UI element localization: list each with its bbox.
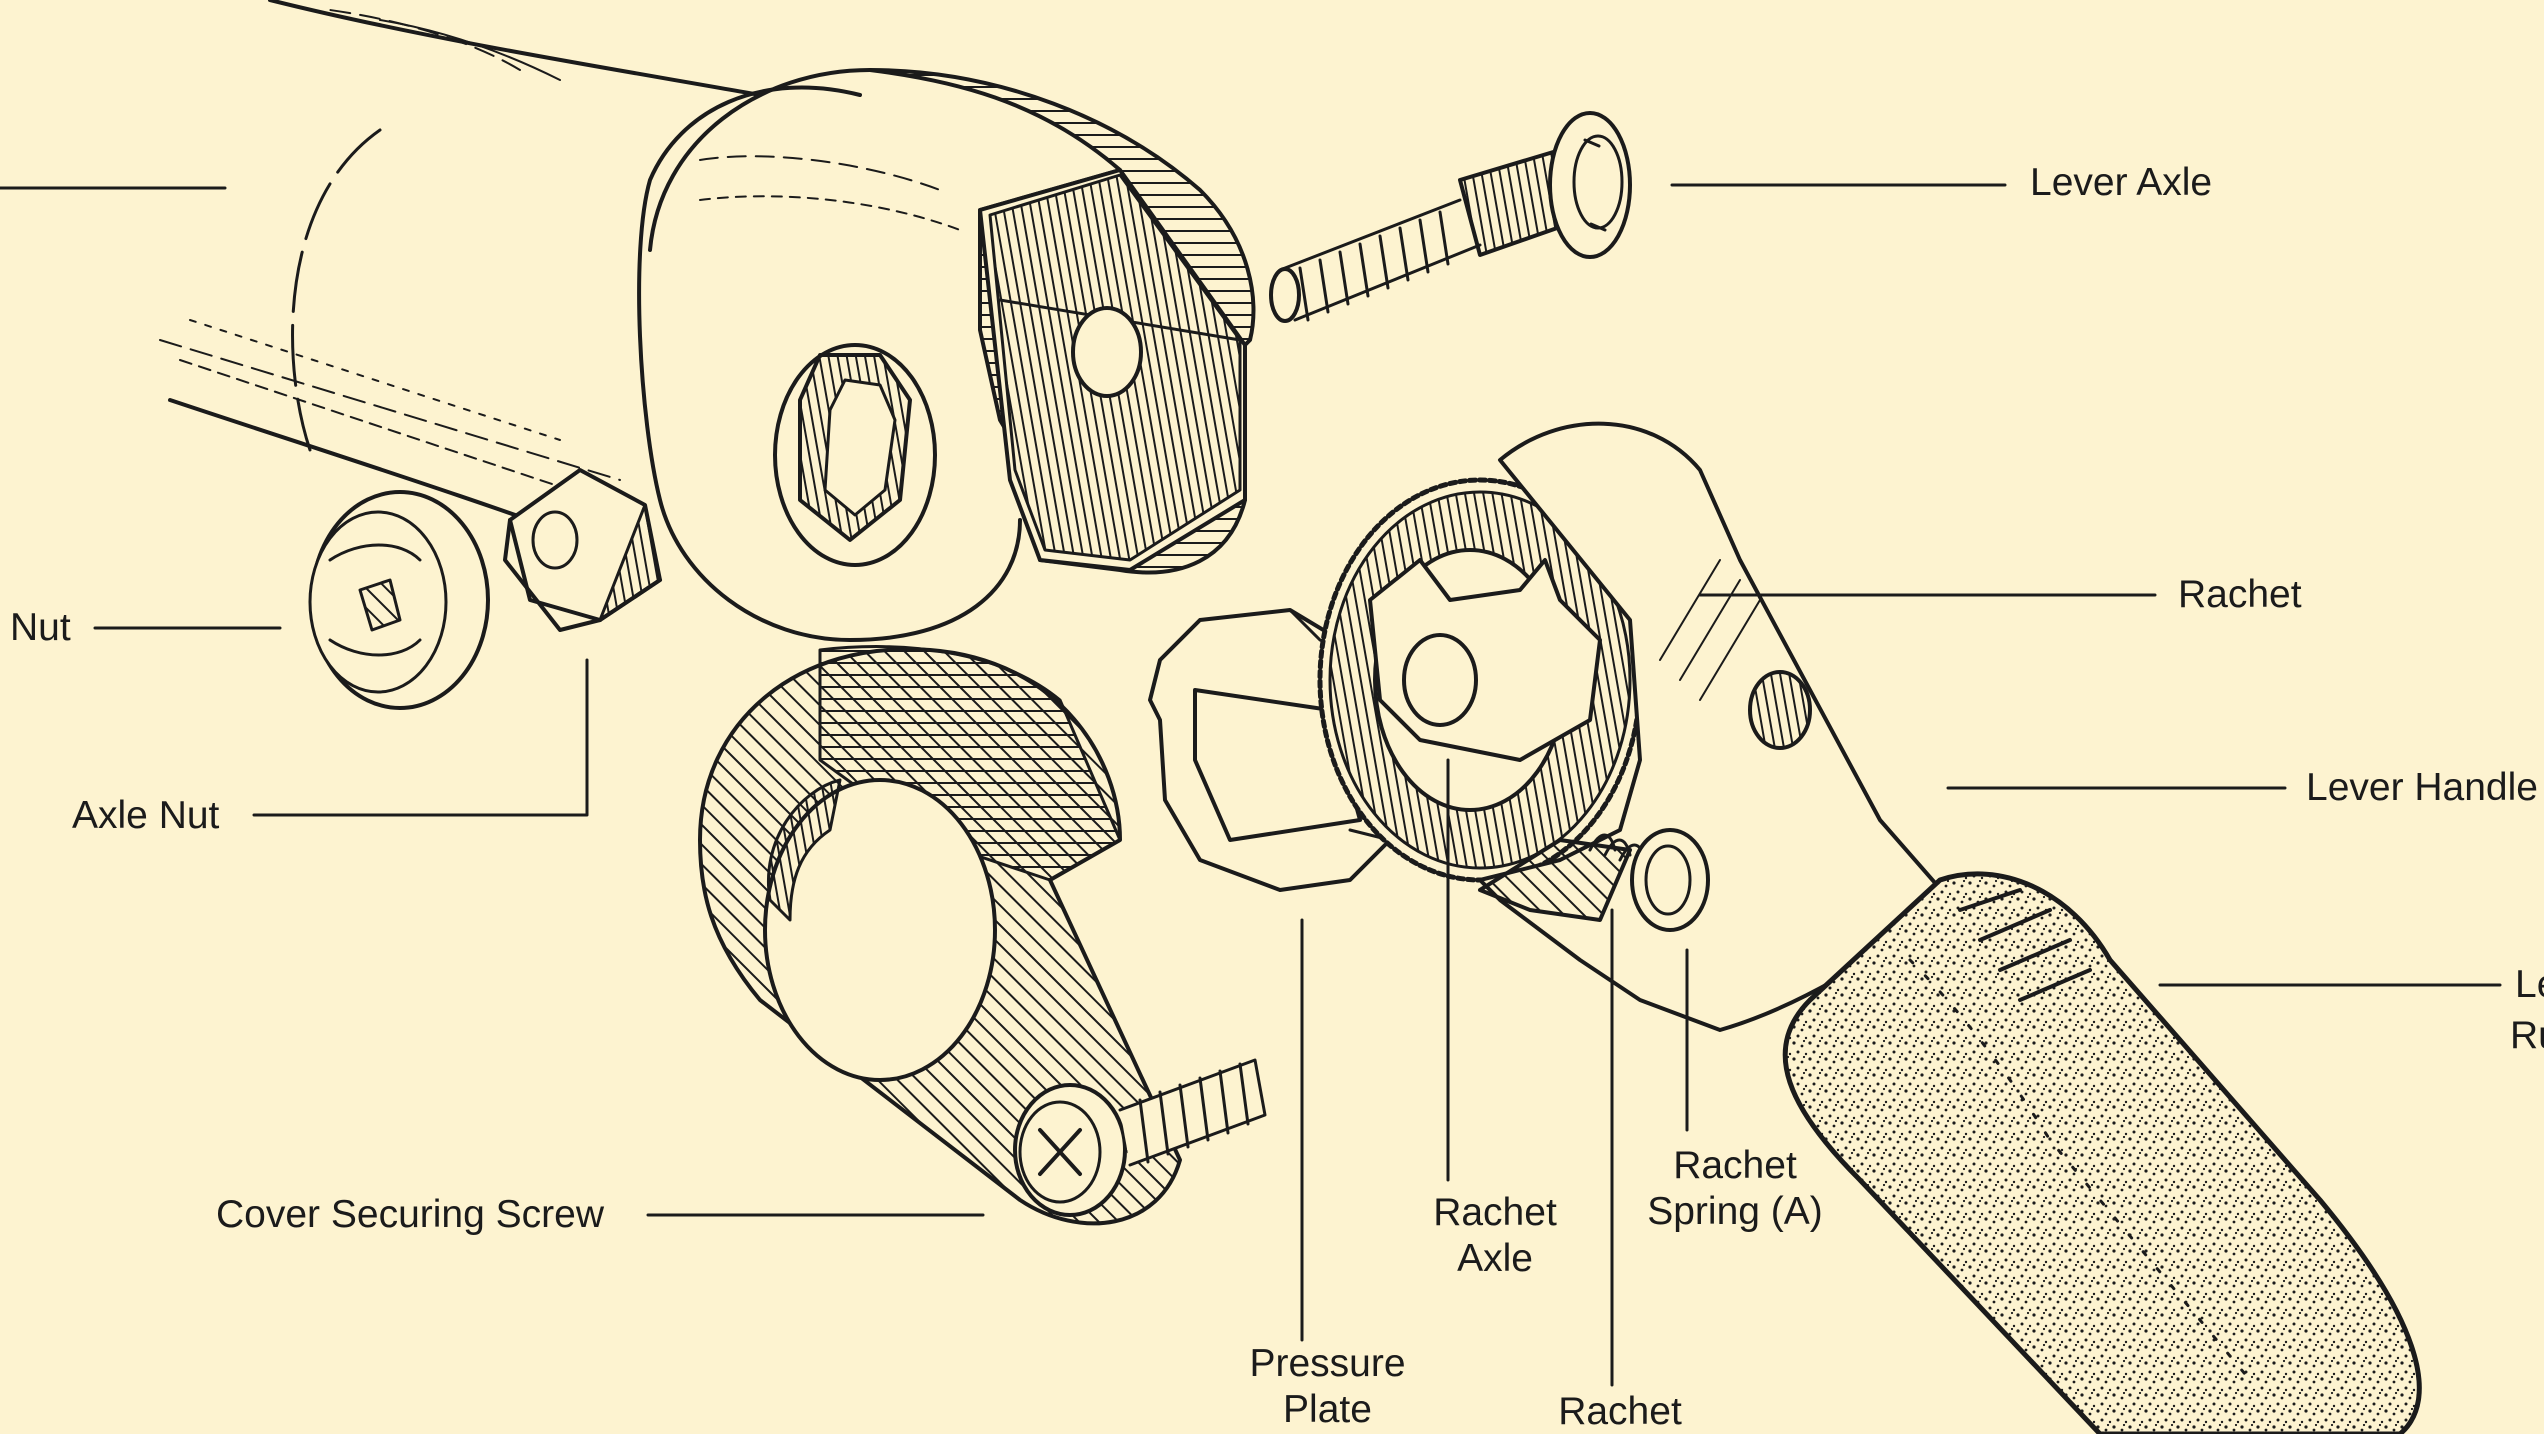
label-rachet-axle-line1: Rachet <box>1433 1191 1557 1234</box>
label-rachet-spring-line1: Rachet <box>1673 1144 1797 1187</box>
label-rachet-bottom: Rachet <box>1558 1390 1682 1433</box>
rachet-spring <box>1478 828 1710 932</box>
rachet-gear <box>1317 477 1643 883</box>
label-rachet-axle-line2: Axle <box>1457 1237 1533 1280</box>
label-rachet-spring-line2: Spring (A) <box>1647 1190 1823 1233</box>
leader-lines <box>0 183 2502 1387</box>
main-body <box>159 0 1022 642</box>
label-lever-axle: Lever Axle <box>2030 161 2213 204</box>
label-nut: Nut <box>10 606 71 649</box>
label-pressure-plate-line1: Pressure <box>1249 1342 1406 1385</box>
label-pressure-plate-line2: Plate <box>1283 1388 1372 1431</box>
housing <box>648 68 1256 575</box>
cover-securing-screw <box>1013 1058 1267 1217</box>
end-nut <box>308 490 490 710</box>
label-axle-nut: Axle Nut <box>72 794 220 837</box>
label-lever-rubber-line1: Le <box>2515 963 2544 1006</box>
lever-rubber-grip <box>1782 871 2422 1434</box>
label-lever-handle: Lever Handle <box>2306 766 2538 809</box>
lever-axle <box>1269 111 1632 323</box>
label-rachet: Rachet <box>2178 573 2302 616</box>
axle-nut <box>503 468 662 632</box>
ring-cover <box>698 645 1182 1226</box>
leader-axle-nut <box>252 658 589 817</box>
label-cover-securing-screw: Cover Securing Screw <box>216 1193 604 1236</box>
label-lever-rubber-line2: Ru <box>2510 1014 2544 1057</box>
